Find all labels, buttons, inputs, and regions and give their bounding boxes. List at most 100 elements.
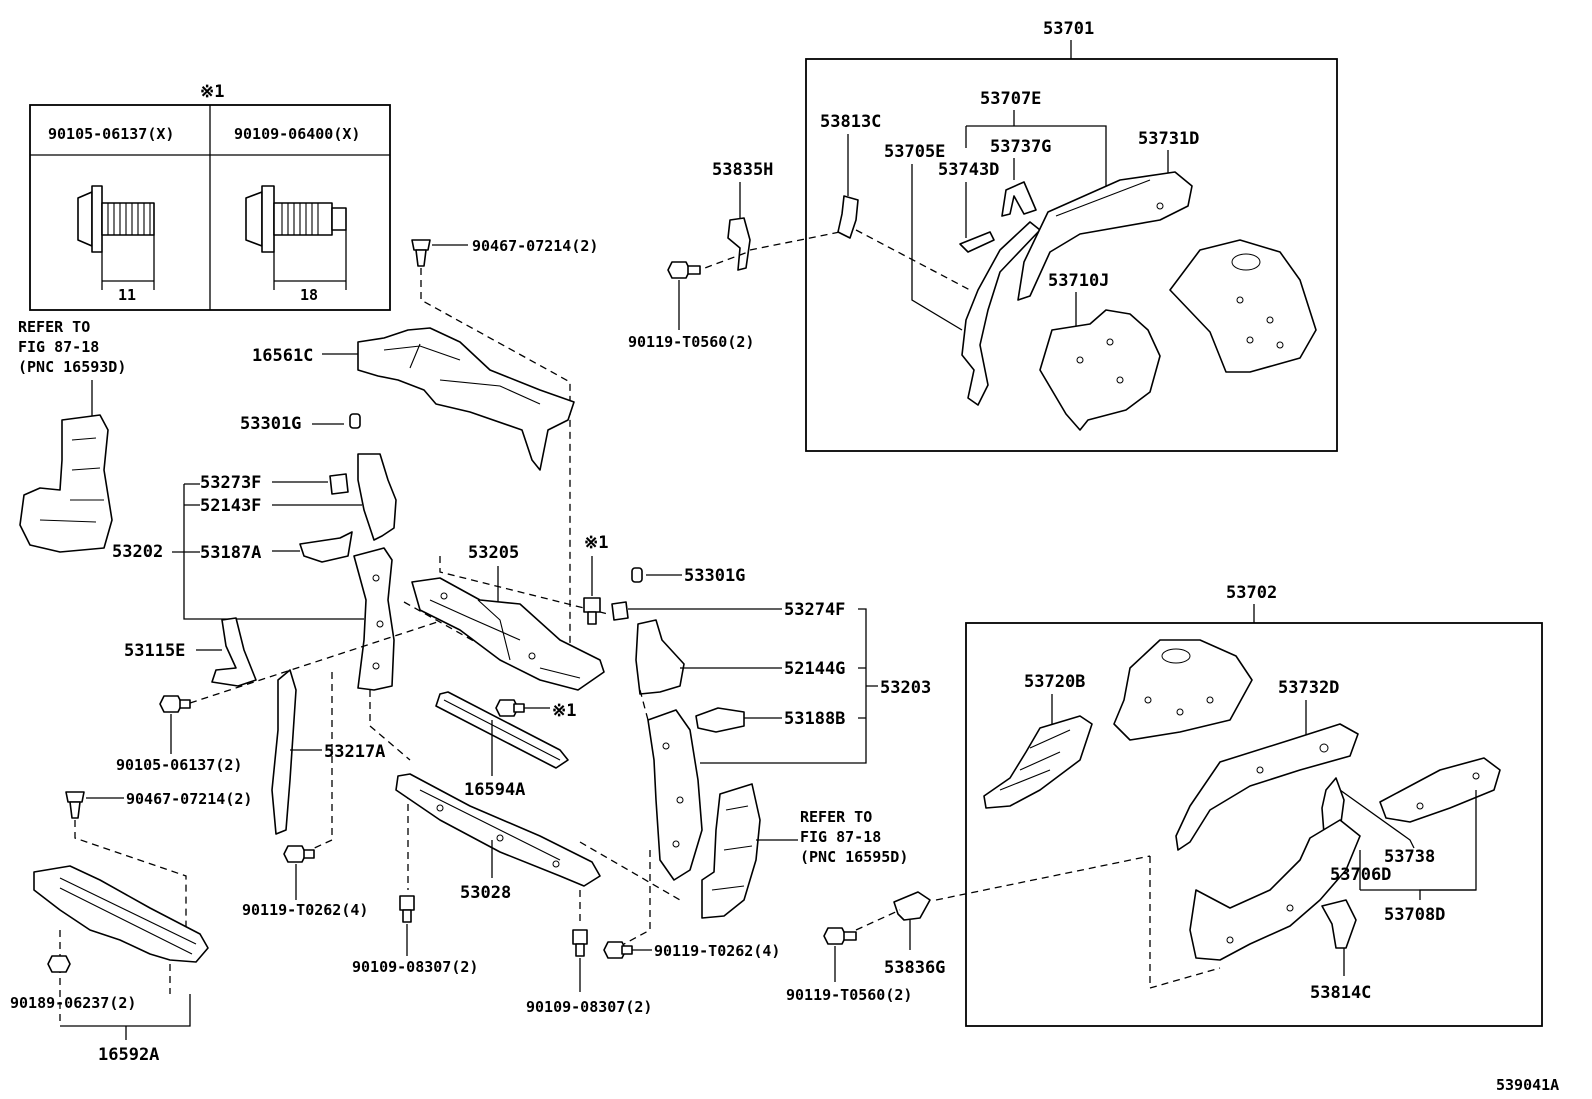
clip-icon (65, 791, 85, 819)
refer-note-left: REFER TO FIG 87-18 (PNC 16593D) (18, 318, 126, 420)
part-52144G-shape (635, 619, 685, 695)
part-53743D-shape (959, 231, 995, 253)
flange-bolt-short-icon (77, 185, 155, 253)
label-53701: 53701 (1043, 19, 1094, 39)
label-53115E: 53115E (124, 641, 185, 661)
part-52143F-shape (357, 453, 397, 541)
part-53273F-shape (329, 473, 349, 495)
plug-icon (631, 567, 643, 583)
inset-part-1-number: 90105-06137(X) (48, 125, 174, 143)
box-53701 (805, 58, 1338, 452)
part-53836G-shape (893, 891, 931, 921)
bolt-icon (603, 941, 633, 959)
label-53217A: 53217A (324, 742, 385, 762)
plug-icon (349, 413, 361, 429)
label-53705E: 53705E (884, 142, 945, 162)
label-clip-90467-bottom: 90467-07214(2) (126, 790, 252, 808)
refer-right-line-1: REFER TO (800, 808, 872, 826)
clip-icon (411, 239, 431, 267)
label-bolt-90109-08307-right: 90109-08307(2) (526, 998, 652, 1016)
label-bolt-90119-T0560-top: 90119-T0560(2) (628, 333, 754, 351)
label-53706D: 53706D (1330, 865, 1391, 885)
part-53731D-shape (1017, 171, 1193, 301)
label-53187A: 53187A (200, 543, 261, 563)
assembly-53701: 53701 53707E 53813C 53705E 53737G 53743D… (805, 19, 1338, 452)
bolt-icon (667, 261, 701, 279)
bolt-icon (399, 895, 415, 923)
label-53273F: 53273F (200, 473, 261, 493)
part-53187A-shape (299, 531, 353, 563)
part-53028-shape (395, 773, 601, 887)
fastener-inset: ※1 90105-06137(X) 90109-06400(X) 11 18 (29, 82, 391, 311)
label-53835H: 53835H (712, 160, 773, 180)
part-suspension-tower-shape (1169, 239, 1317, 373)
part-53710J-shape (1039, 309, 1161, 431)
label-52143F: 52143F (200, 496, 261, 516)
refer-left-line-1: REFER TO (18, 318, 90, 336)
label-53813C: 53813C (820, 112, 881, 132)
label-53301G-left: 53301G (240, 414, 301, 434)
label-53710J: 53710J (1048, 271, 1109, 291)
bolt-icon (823, 927, 857, 945)
label-bolt-90105-06137: 90105-06137(2) (116, 756, 242, 774)
label-53814C: 53814C (1310, 983, 1371, 1003)
label-53702: 53702 (1226, 583, 1277, 603)
label-53836G: 53836G (884, 958, 945, 978)
label-bolt-90119-T0262-left: 90119-T0262(4) (242, 901, 368, 919)
bolt-icon (583, 597, 601, 625)
part-53732D-shape (1175, 723, 1359, 851)
bolt-icon (495, 699, 525, 717)
label-bolt-90109-08307-left: 90109-08307(2) (352, 958, 478, 976)
label-53203: 53203 (880, 678, 931, 698)
label-53708D: 53708D (1384, 905, 1445, 925)
part-53217A-shape (271, 669, 297, 835)
part-53813C-shape (837, 195, 859, 239)
refer-left-line-2: FIG 87-18 (18, 338, 99, 356)
label-53737G: 53737G (990, 137, 1051, 157)
diagram-id: 539041A (1496, 1076, 1559, 1094)
inset-marker: ※1 (200, 82, 224, 102)
part-53115E-shape (211, 617, 257, 687)
part-53814C-shape (1321, 899, 1357, 949)
part-53702-tower-shape (1113, 639, 1253, 741)
inset-part-2-number: 90109-06400(X) (234, 125, 360, 143)
part-53705E-shape (961, 221, 1041, 406)
flange-bolt-long-icon (245, 185, 347, 253)
part-16595D-shape (701, 783, 761, 919)
box-53702 (965, 622, 1543, 1027)
refer-left-line-3: (PNC 16593D) (18, 358, 126, 376)
label-marker-bolt: ※1 (552, 701, 576, 721)
label-53188B: 53188B (784, 709, 845, 729)
part-53706D-lower-shape (1189, 819, 1361, 961)
inset-part-2-dimension: 18 (300, 286, 318, 304)
bolt-icon (283, 845, 315, 863)
label-53301G-right: 53301G (684, 566, 745, 586)
label-53202: 53202 (112, 542, 163, 562)
part-53274F-shape (611, 601, 629, 621)
label-53205: 53205 (468, 543, 519, 563)
part-53203-pillar-shape (647, 709, 703, 881)
label-53743D: 53743D (938, 160, 999, 180)
label-53707E: 53707E (980, 89, 1041, 109)
label-53028: 53028 (460, 883, 511, 903)
part-53738-shape (1379, 757, 1501, 823)
part-53737G-shape (1001, 181, 1037, 217)
label-16561C: 16561C (252, 346, 313, 366)
refer-right-line-3: (PNC 16595D) (800, 848, 908, 866)
label-53720B: 53720B (1024, 672, 1085, 692)
bolt-icon (159, 695, 191, 713)
part-16593D-shape (19, 414, 113, 553)
label-16592A: 16592A (98, 1045, 159, 1065)
label-bolt-90189-06237: 90189-06237(2) (10, 994, 136, 1012)
refer-right-line-2: FIG 87-18 (800, 828, 881, 846)
label-53731D: 53731D (1138, 129, 1199, 149)
label-bolt-90119-T0560-bottom: 90119-T0560(2) (786, 986, 912, 1004)
label-53274F: 53274F (784, 600, 845, 620)
label-16594A: 16594A (464, 780, 525, 800)
part-53835H-shape (727, 217, 751, 271)
label-52144G: 52144G (784, 659, 845, 679)
bolt-icon (572, 929, 588, 957)
nut-icon (47, 955, 71, 973)
part-16592A-shape (33, 865, 209, 963)
